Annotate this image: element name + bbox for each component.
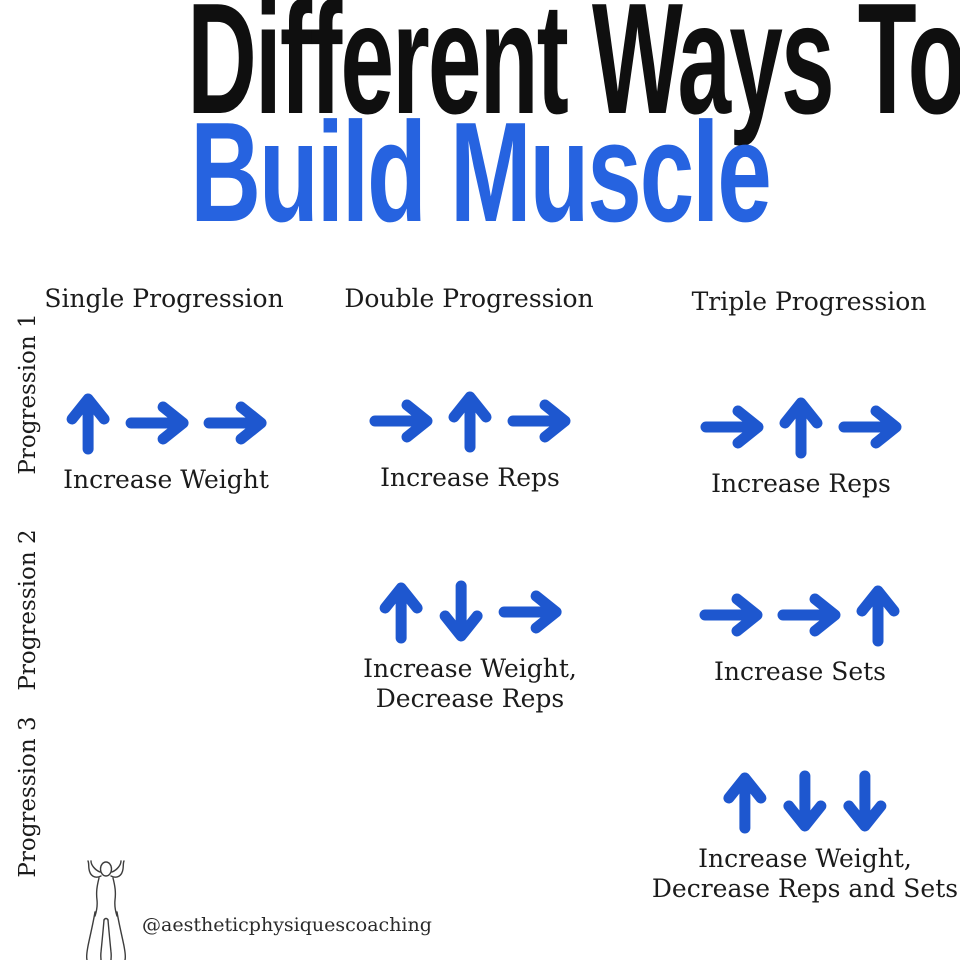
right-arrow-icon: [498, 590, 562, 634]
caption-line: Increase Weight: [63, 465, 269, 494]
caption-line: Increase Reps: [380, 463, 560, 492]
caption-line: Increase Weight,: [698, 844, 912, 873]
row-label-progression-1: Progression 1: [15, 313, 41, 475]
right-arrow-icon: [700, 405, 764, 449]
caption-line: Decrease Reps and Sets: [651, 873, 959, 903]
up-arrow-icon: [723, 772, 767, 834]
cell-caption: Increase Weight: [63, 465, 269, 495]
down-arrow-icon: [783, 770, 827, 832]
cell-caption: Increase Weight, Decrease Reps and Sets: [652, 844, 958, 903]
cell-caption: Increase Reps: [711, 469, 891, 499]
arrow-group: [369, 389, 571, 453]
bodybuilder-logo-icon: [85, 860, 127, 960]
up-arrow-icon: [779, 397, 823, 459]
instagram-handle: @aestheticphysiquescoaching: [142, 914, 432, 936]
cell-caption: Increase Weight, Decrease Reps: [363, 654, 577, 713]
title-line-2: Build Muscle: [190, 93, 772, 252]
cell-double-progression-2: Increase Weight, Decrease Reps: [363, 580, 577, 713]
cell-triple-progression-1: Increase Reps: [700, 395, 902, 499]
up-arrow-icon: [66, 393, 110, 455]
caption-line: Decrease Reps: [375, 683, 565, 713]
right-arrow-icon: [203, 401, 267, 445]
up-arrow-icon: [379, 582, 423, 644]
caption-line: Increase Sets: [714, 657, 886, 686]
up-arrow-icon: [856, 585, 900, 647]
arrow-group: [722, 770, 888, 834]
column-header-double: Double Progression: [344, 284, 594, 313]
cell-triple-progression-2: Increase Sets: [699, 583, 901, 687]
title-line-1: Different Ways To: [187, 0, 960, 147]
cell-caption: Increase Reps: [380, 463, 560, 493]
arrow-group: [700, 395, 902, 459]
column-header-triple: Triple Progression: [691, 287, 927, 316]
cell-double-progression-1: Increase Reps: [369, 389, 571, 493]
down-arrow-icon: [843, 770, 887, 832]
right-arrow-icon: [777, 593, 841, 637]
row-label-progression-2: Progression 2: [15, 529, 41, 691]
right-arrow-icon: [838, 405, 902, 449]
cell-single-progression-1: Increase Weight: [63, 391, 269, 495]
row-label-progression-3: Progression 3: [15, 716, 41, 878]
right-arrow-icon: [125, 401, 189, 445]
caption-line: Increase Weight,: [363, 654, 577, 683]
right-arrow-icon: [507, 399, 571, 443]
caption-line: Increase Reps: [711, 469, 891, 498]
arrow-group: [65, 391, 267, 455]
right-arrow-icon: [699, 593, 763, 637]
arrow-group: [378, 580, 562, 644]
down-arrow-icon: [439, 580, 483, 642]
cell-triple-progression-3: Increase Weight, Decrease Reps and Sets: [652, 770, 958, 903]
arrow-group: [699, 583, 901, 647]
cell-caption: Increase Sets: [714, 657, 886, 687]
right-arrow-icon: [369, 399, 433, 443]
up-arrow-icon: [448, 391, 492, 453]
column-header-single: Single Progression: [44, 284, 284, 313]
